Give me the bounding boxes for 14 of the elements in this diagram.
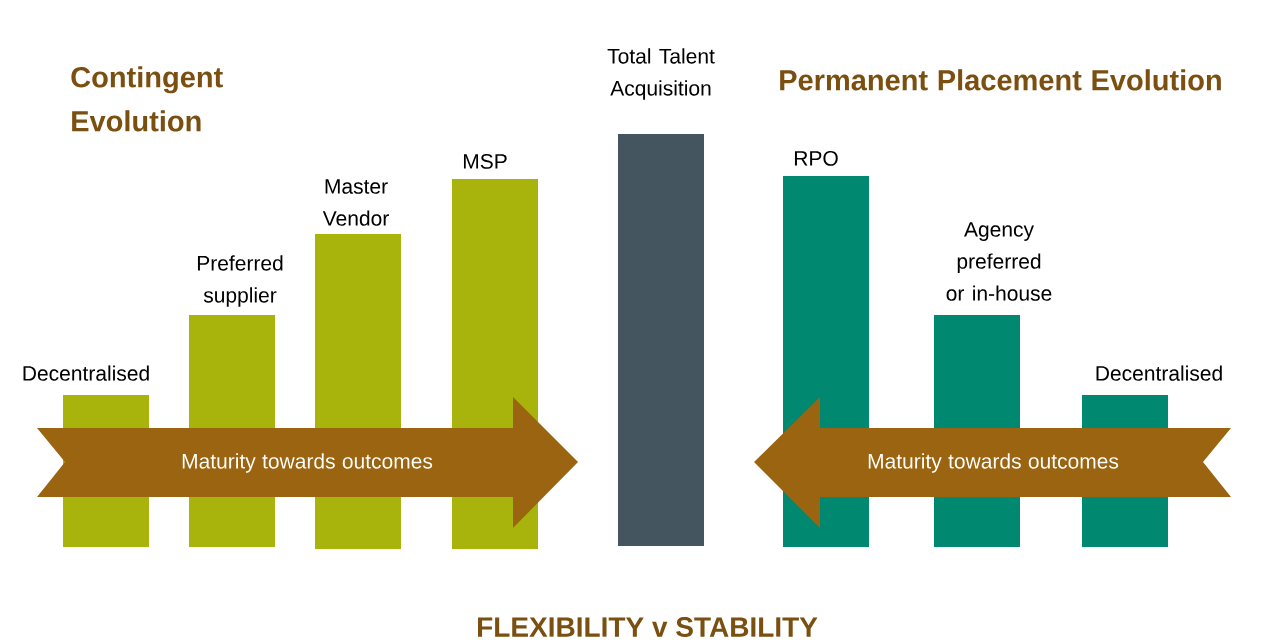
arrow-label: Maturity towards outcomes (182, 453, 433, 473)
arrow-label: Maturity towards outcomes (868, 453, 1119, 473)
node-label: MSP (463, 153, 507, 169)
node-label: RPO (794, 150, 838, 166)
heading: Contingent Evolution (71, 66, 223, 132)
heading: Permanent Placement Evolution (780, 69, 1221, 91)
node-label: Agency preferred or in-house (946, 222, 1052, 301)
caption: FLEXIBILITY v STABILITY (478, 617, 818, 637)
node-label: Total Talent Acquisition (607, 48, 715, 100)
node-label: Decentralised (1096, 365, 1222, 381)
node-label: Decentralised (23, 365, 149, 381)
node-label: Master Vendor (322, 179, 389, 226)
bar: Total Talent Acquisition (607, 48, 715, 546)
node-label: Preferred supplier (197, 255, 283, 307)
